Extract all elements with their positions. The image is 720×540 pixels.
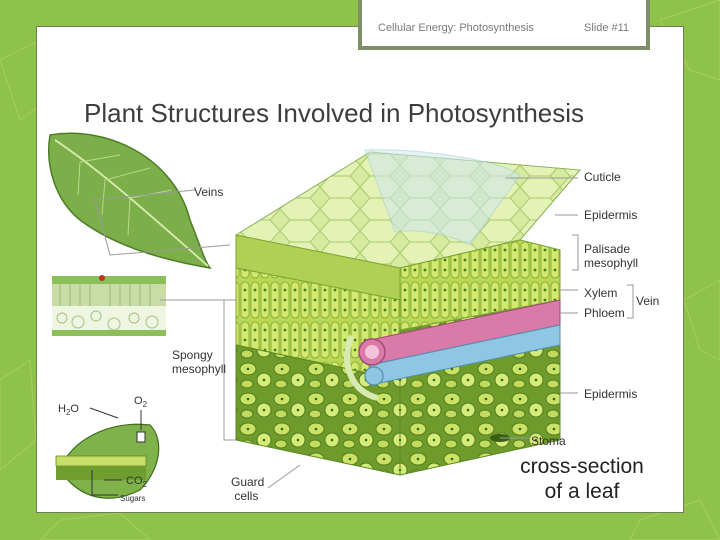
label-xylem: Xylem (584, 286, 617, 300)
label-epidermis-bottom: Epidermis (584, 387, 637, 401)
label-sugars: Sugars (120, 492, 145, 506)
label-stoma: Stoma (531, 434, 566, 448)
label-phloem: Phloem (584, 306, 625, 320)
label-cuticle: Cuticle (584, 170, 621, 184)
label-h2o: H2O (58, 402, 79, 420)
leaf-cross-section-thumbnail (52, 275, 166, 336)
label-vein: Vein (636, 294, 659, 308)
leaf-cross-section-block (236, 150, 580, 475)
label-co2: CO2 (126, 474, 147, 492)
leaf-icon (49, 133, 210, 268)
label-epidermis-top: Epidermis (584, 208, 637, 222)
label-o2: O2 (134, 394, 147, 412)
label-veins: Veins (194, 185, 223, 199)
label-guard-cells: Guard cells (231, 475, 264, 503)
